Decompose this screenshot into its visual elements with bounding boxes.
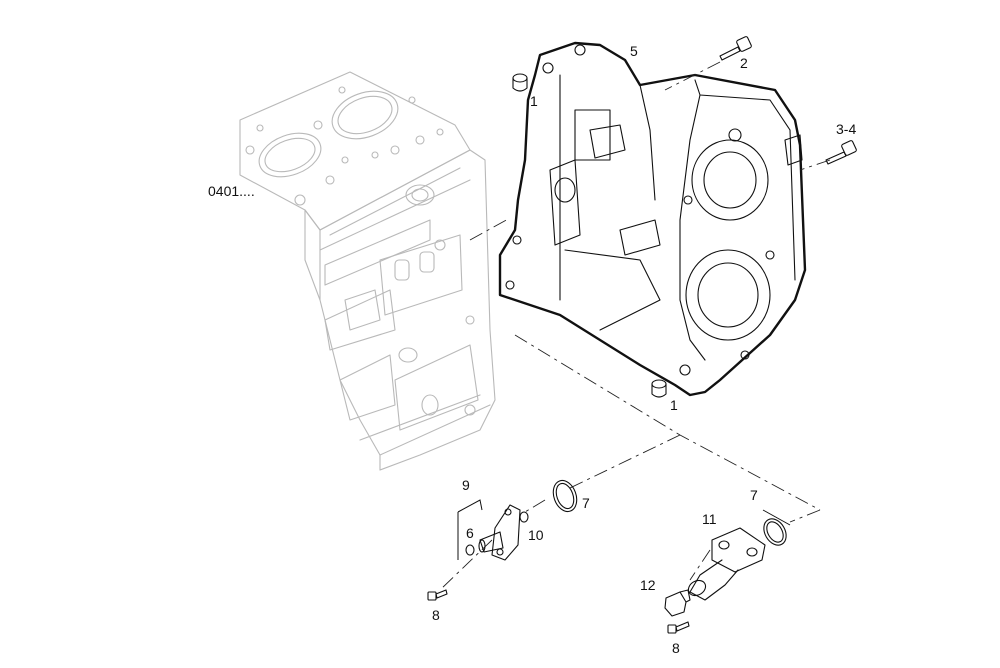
bolt-part-2 [719,36,752,61]
dowel-pin-bottom [651,379,667,398]
callout-7-center: 7 [582,495,590,511]
callout-11: 11 [702,511,717,527]
callout-2: 2 [740,55,748,71]
bolt-part-8-left [427,589,448,601]
callout-1-bottom: 1 [670,397,678,413]
dowel-pin-top [512,73,528,92]
plug-part-12 [664,589,691,617]
callout-5: 5 [630,43,638,59]
o-ring-part-7-center [552,479,578,513]
callout-8-right: 8 [672,640,680,656]
callout-10: 10 [528,527,544,543]
reference-label-0401: 0401.... [208,183,255,199]
engine-block-drawing [239,71,496,471]
o-ring-part-7-right [763,518,787,546]
bolt-part-3-4 [825,140,857,165]
callout-6: 6 [466,525,474,541]
callout-3-4: 3-4 [836,121,856,137]
callout-9: 9 [462,477,470,493]
pipe-fitting-part-11 [687,527,766,601]
callout-8-left: 8 [432,607,440,623]
callout-leader-7 [762,509,791,526]
callout-7-right: 7 [750,487,758,503]
callout-1-top: 1 [530,93,538,109]
gear-housing-part-5 [498,41,807,397]
bolt-part-8-right [667,621,690,634]
callout-12: 12 [640,577,656,593]
alignment-lines [439,61,831,591]
flange-assembly-part-9 [457,499,529,561]
